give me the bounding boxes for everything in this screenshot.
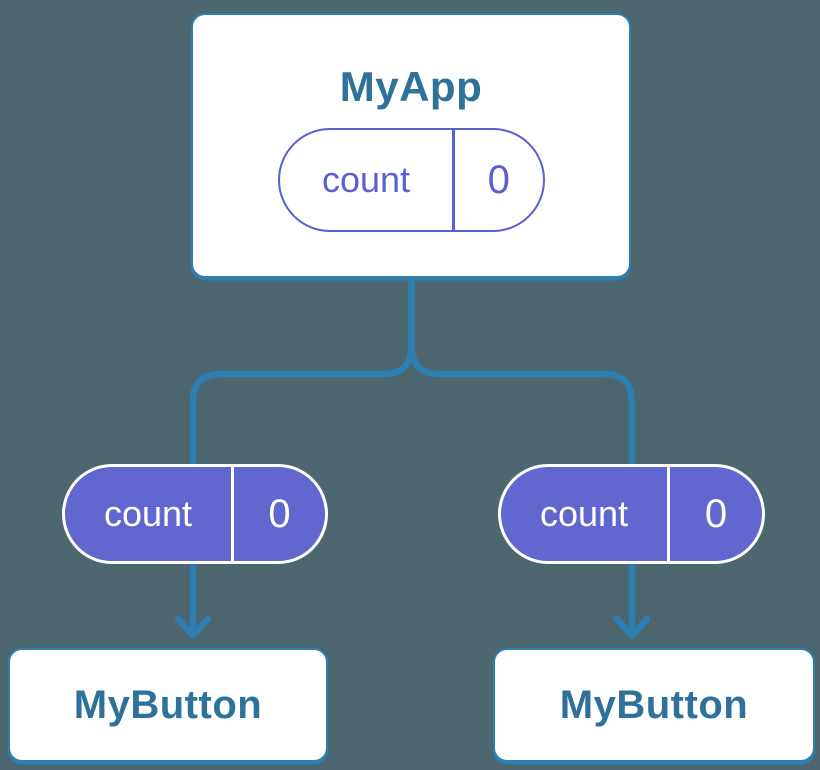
pill-divider: [231, 467, 234, 561]
pill-divider: [667, 467, 670, 561]
prop-value: 0: [704, 491, 728, 536]
left-branch-line: [189, 344, 415, 470]
root-state-pill: count 0: [278, 128, 545, 232]
prop-value: 0: [268, 491, 291, 536]
left-child-component-card: MyButton: [8, 648, 328, 762]
child-component-title: MyButton: [73, 682, 263, 727]
right-branch-line: [408, 344, 636, 470]
left-arrowhead-icon: [174, 615, 212, 639]
right-prop-pill: count 0: [498, 464, 765, 564]
prop-label: count: [539, 493, 629, 534]
root-component-title: MyApp: [339, 63, 483, 110]
child-component-title: MyButton: [559, 682, 749, 727]
pill-divider: [452, 130, 455, 230]
state-label: count: [321, 159, 411, 200]
left-prop-pill: count 0: [62, 464, 328, 564]
prop-label: count: [103, 493, 193, 534]
right-child-component-card: MyButton: [493, 648, 815, 762]
state-value: 0: [487, 157, 510, 202]
right-arrowhead-icon: [613, 615, 651, 639]
